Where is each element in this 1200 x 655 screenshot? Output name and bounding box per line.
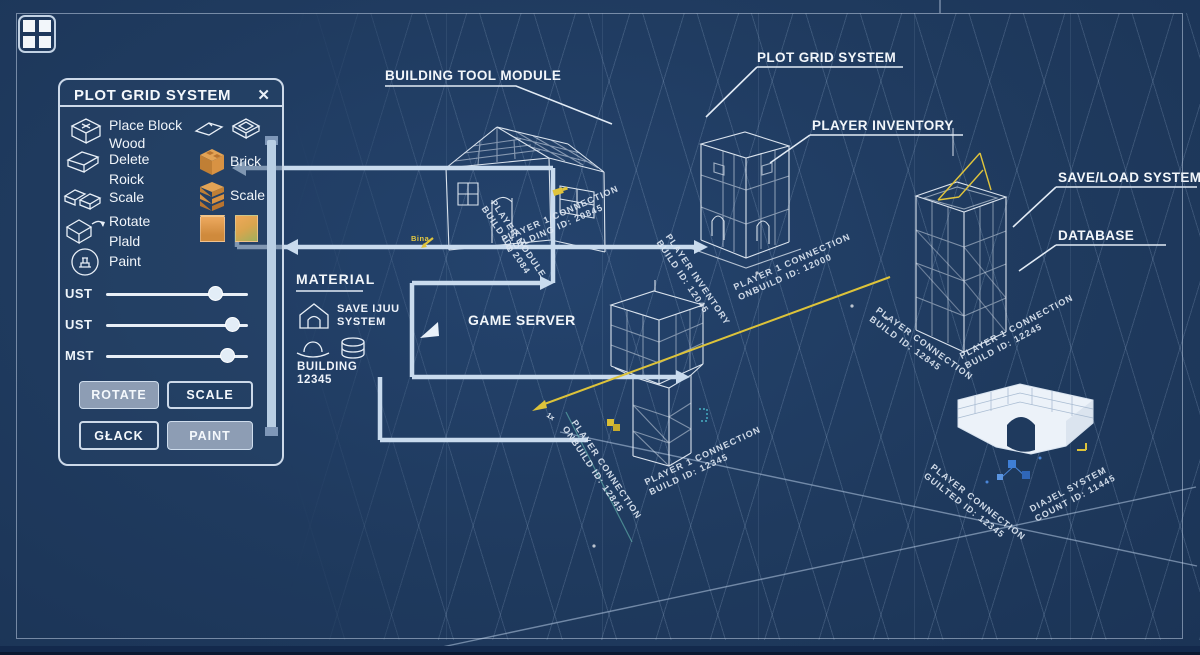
label-save-load-system: SAVE/LOAD SYSTEM (1058, 170, 1200, 185)
label-game-server: GAME SERVER (468, 312, 576, 328)
panel-scrollbar[interactable] (267, 140, 276, 432)
close-icon[interactable]: ✕ (257, 87, 270, 104)
slider-thumb-2[interactable] (225, 317, 240, 332)
material-brick-label[interactable]: Brick (230, 153, 262, 169)
glack-button[interactable]: GŁACK (79, 421, 159, 450)
scale-blocks-icon (63, 189, 102, 210)
slider-thumb-1[interactable] (208, 286, 223, 301)
blueprint-frame (16, 13, 1183, 639)
tool-rotate[interactable]: Rotate (109, 213, 151, 229)
plot-grid-panel: PLOT GRID SYSTEM ✕ Place Block Wood Dele… (58, 78, 284, 466)
slider-track-2[interactable] (106, 324, 248, 327)
paint-stamp-icon (71, 248, 99, 276)
annotation-bina: Bina (411, 234, 430, 243)
slider-label-3: MST (65, 348, 94, 363)
panel-divider (60, 105, 282, 107)
slider-thumb-3[interactable] (220, 348, 235, 363)
panel-title: PLOT GRID SYSTEM (74, 87, 232, 104)
orange-swatch[interactable] (200, 215, 225, 242)
slider-label-2: UST (65, 317, 93, 332)
app-grid-icon[interactable] (18, 15, 56, 53)
bottom-strip (0, 646, 1200, 652)
brick-cube-icon (200, 149, 224, 175)
slider-track-1[interactable] (106, 293, 248, 296)
hollow-block-icon (231, 118, 261, 140)
tool-place-block-sub[interactable]: Wood (109, 135, 146, 151)
slider-label-1: UST (65, 286, 93, 301)
slider-track-3[interactable] (106, 355, 248, 358)
label-building-tool-module: BUILDING TOOL MODULE (385, 68, 562, 83)
material-section-title: MATERIAL (296, 271, 376, 287)
scrollbar-bottom-cap[interactable] (265, 427, 278, 436)
plank-stack-icon (200, 182, 224, 211)
paint-button[interactable]: PAINT (167, 421, 253, 450)
rotate-blocks-icon (65, 219, 105, 245)
bottom-edge (0, 652, 1200, 655)
delete-block-icon (66, 151, 100, 173)
tool-rotate-sub[interactable]: Plald (109, 233, 141, 249)
label-player-inventory: PLAYER INVENTORY (812, 118, 954, 133)
rotate-button[interactable]: ROTATE (79, 381, 159, 409)
tool-delete-sub[interactable]: Roick (109, 171, 145, 187)
label-database: DATABASE (1058, 228, 1135, 243)
wood-block-icon (70, 118, 102, 145)
tool-place-block[interactable]: Place Block (109, 117, 183, 133)
material-scale-label[interactable]: Scale (230, 187, 266, 203)
tool-paint[interactable]: Paint (109, 253, 141, 269)
tile-icon (194, 122, 224, 136)
tool-delete[interactable]: Delete (109, 151, 150, 167)
orange-green-swatch[interactable] (235, 215, 258, 242)
scale-button[interactable]: SCALE (167, 381, 253, 409)
tool-scale[interactable]: Scale (109, 189, 145, 205)
label-plot-grid-system: PLOT GRID SYSTEM (757, 50, 897, 65)
